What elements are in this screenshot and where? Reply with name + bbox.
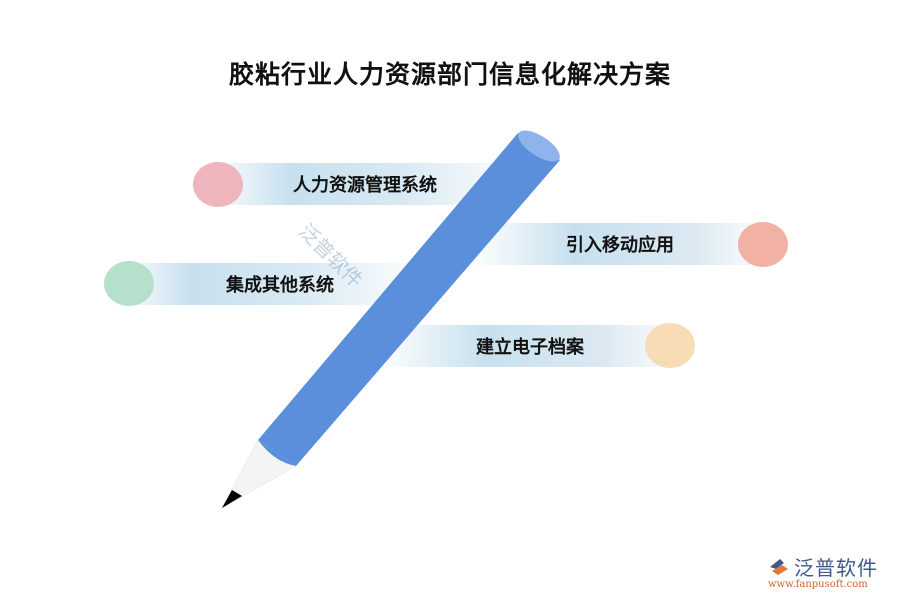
item-label: 集成其他系统 <box>226 275 334 296</box>
item-dot-mobile-app <box>738 222 788 267</box>
item-label: 引入移动应用 <box>566 235 674 256</box>
logo-name: 泛普软件 <box>794 556 878 580</box>
item-label: 人力资源管理系统 <box>293 175 437 196</box>
item-label: 建立电子档案 <box>476 337 584 358</box>
item-dot-integration <box>104 261 154 306</box>
item-dot-hr-system <box>193 162 243 207</box>
item-dot-e-archive <box>645 323 695 368</box>
logo-icon <box>770 558 788 575</box>
logo-url: www.fanpusoft.com <box>768 579 868 590</box>
brand-logo: 泛普软件 www.fanpusoft.com <box>768 552 893 590</box>
item-band-mobile-app: 引入移动应用 <box>470 223 770 265</box>
item-band-integration: 集成其他系统 <box>115 263 425 305</box>
page-title: 胶粘行业人力资源部门信息化解决方案 <box>228 60 671 89</box>
item-band-e-archive: 建立电子档案 <box>380 325 680 367</box>
